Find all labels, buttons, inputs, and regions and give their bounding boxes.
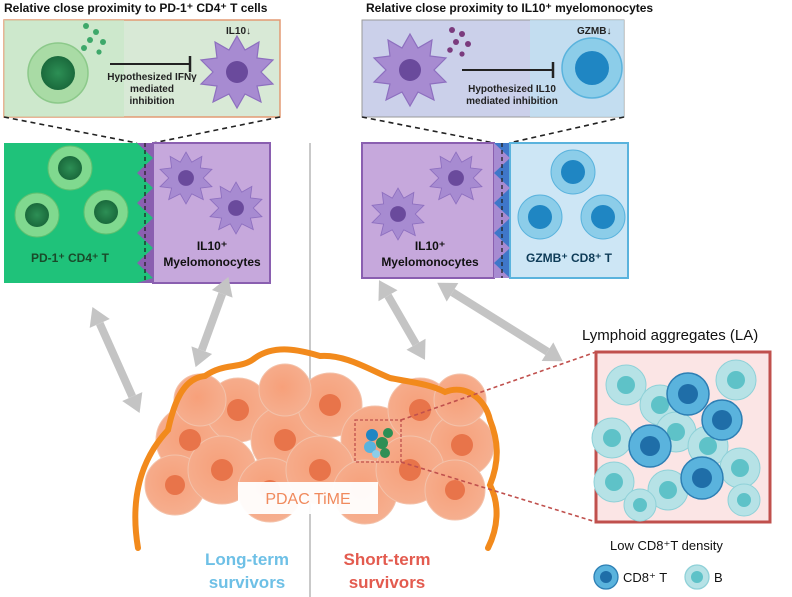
left-panel: PD-1⁺ CD4⁺ T IL10⁺ Myelomonocytes xyxy=(4,142,271,284)
tumor-label: PDAC TiME xyxy=(265,491,350,508)
short-term-line-2: survivors xyxy=(349,573,426,592)
left-inhibition-line-2: mediated xyxy=(130,84,174,95)
top-right-title: Relative close proximity to IL10⁺ myelom… xyxy=(366,1,653,15)
double-arrows xyxy=(89,276,563,413)
cd8-t-cells xyxy=(517,149,626,240)
left-myelo-line-2: Myelomonocytes xyxy=(163,255,261,269)
right-inset: Hypothesized IL10 mediated inhibition GZ… xyxy=(361,19,625,118)
left-inhibition-line-3: inhibition xyxy=(130,96,175,107)
short-term-line-1: Short-term xyxy=(344,550,431,569)
left-myelo-line-1: IL10⁺ xyxy=(197,239,227,253)
tumor: PDAC TiME xyxy=(132,346,500,551)
right-inhibition-line-1: Hypothesized IL10 xyxy=(468,84,556,95)
top-left-title: Relative close proximity to PD-1⁺ CD4⁺ T… xyxy=(4,1,268,15)
right-myelo-line-1: IL10⁺ xyxy=(415,239,445,253)
right-inhibition-line-2: mediated inhibition xyxy=(466,96,558,107)
la-mini-cluster xyxy=(364,428,393,458)
left-inhibition-line-1: Hypothesized IFNγ xyxy=(107,72,197,83)
ifng-dots xyxy=(81,23,106,55)
gzmb-label: GZMB↓ xyxy=(577,26,611,37)
cd4-t-cells xyxy=(14,145,129,238)
la-marker-box xyxy=(354,419,402,463)
il10-dots xyxy=(447,27,471,57)
right-cell-label: GZMB⁺ CD8⁺ T xyxy=(526,251,613,265)
la-b-cells xyxy=(591,359,761,522)
right-myelo-line-2: Myelomonocytes xyxy=(381,255,479,269)
legend-cd8-label: CD8⁺ T xyxy=(623,570,667,585)
la-zoom-box xyxy=(591,350,772,524)
tumor-outline xyxy=(132,346,500,551)
legend: CD8⁺ T B xyxy=(593,564,723,590)
long-term-line-2: survivors xyxy=(209,573,286,592)
la-title: Lymphoid aggregates (LA) xyxy=(582,327,758,344)
la-cd8-cells xyxy=(628,372,743,500)
myelo-cells-left xyxy=(159,151,263,235)
il10-label: IL10↓ xyxy=(226,26,251,37)
myelo-cells-right xyxy=(371,151,483,241)
long-term-line-1: Long-term xyxy=(205,550,289,569)
zoom-lines xyxy=(3,116,625,144)
la-zoom-lines xyxy=(400,351,597,523)
myelomonocyte-icon-right xyxy=(372,32,448,108)
left-inset: Hypothesized IFNγ mediated inhibition IL… xyxy=(3,19,281,118)
la-caption: Low CD8⁺T density xyxy=(610,538,723,553)
myelomonocyte-icon xyxy=(199,34,275,110)
right-panel: IL10⁺ Myelomonocytes GZMB⁺ CD8⁺ T xyxy=(361,142,629,279)
left-cell-label: PD-1⁺ CD4⁺ T xyxy=(31,251,110,265)
legend-b-label: B xyxy=(714,570,723,585)
